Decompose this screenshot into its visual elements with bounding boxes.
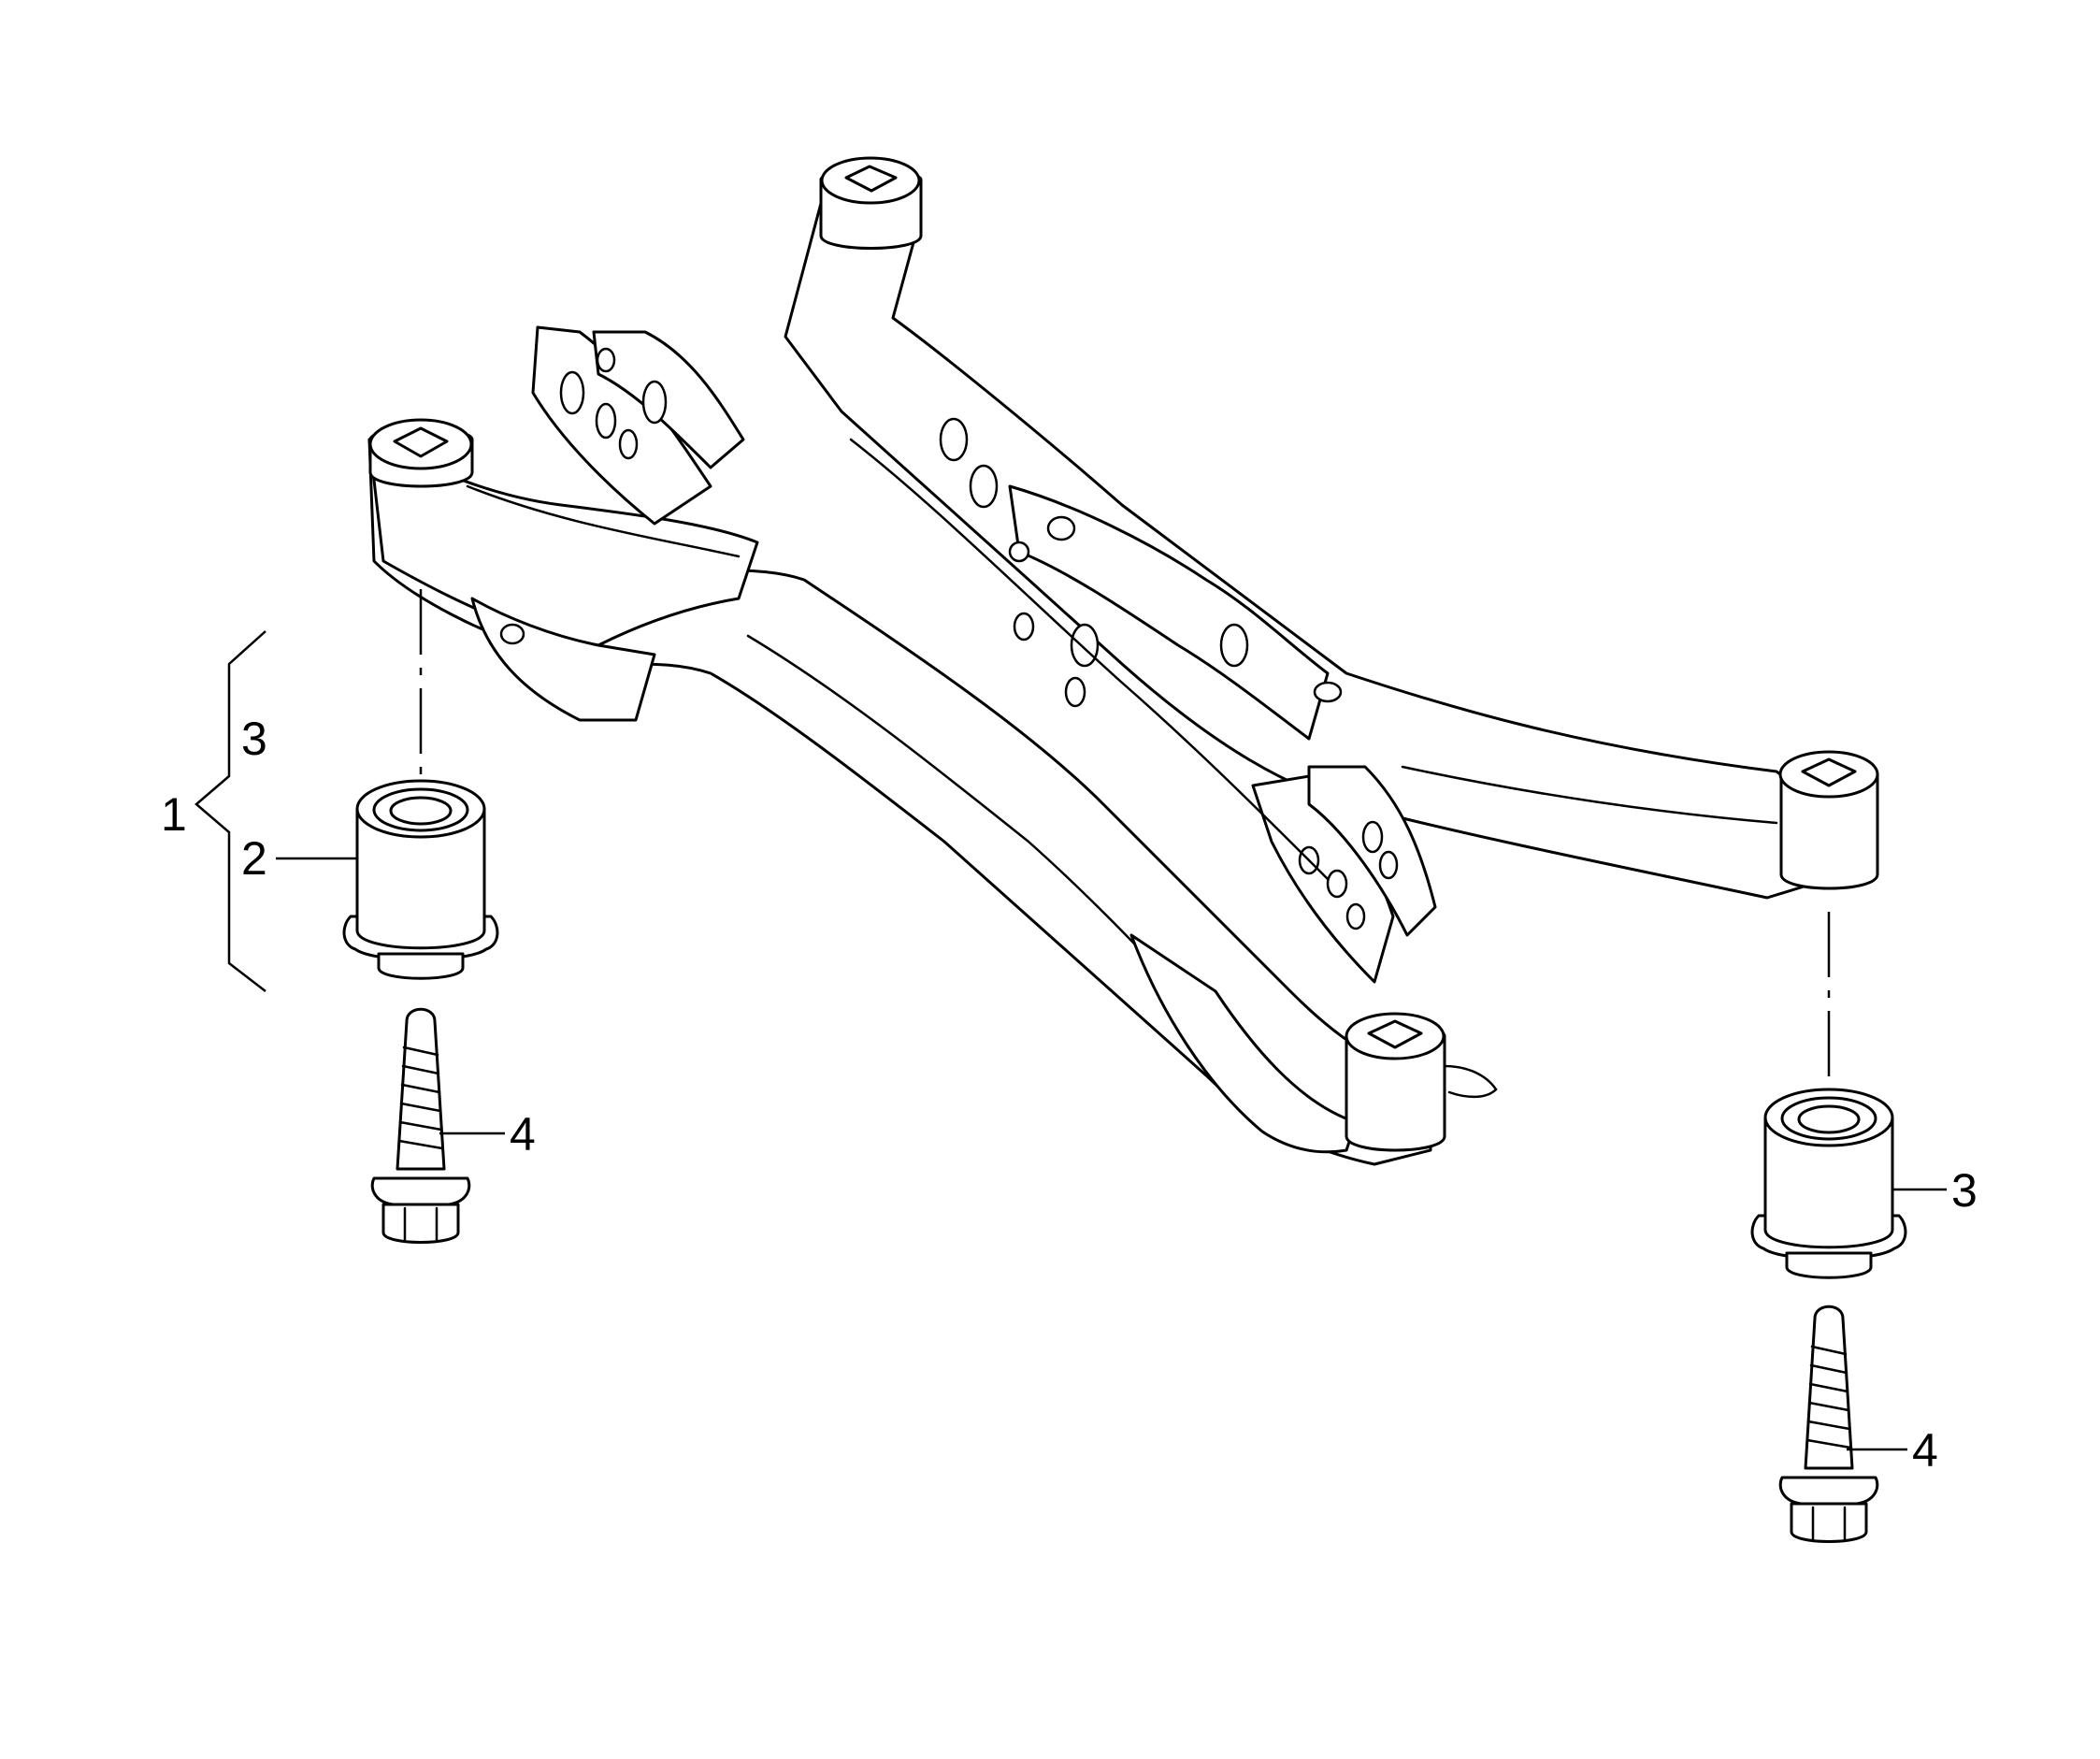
right-bolt: [1778, 1305, 1879, 1543]
right-bushing: [1750, 1088, 1907, 1279]
left-bolt: [370, 1007, 471, 1244]
callout-4-right: 4: [1912, 1424, 1938, 1477]
callout-4-left: 4: [510, 1108, 536, 1161]
left-bushing: [342, 779, 499, 980]
mount-right: [1778, 750, 1879, 890]
mount-top-left: [368, 418, 474, 488]
callout-1: 1: [161, 788, 187, 841]
callout-3-right: 3: [1951, 1164, 1978, 1217]
subframe-illustration: [367, 195, 1834, 1166]
callout-3-upper: 3: [241, 713, 267, 765]
mount-top-center: [819, 156, 923, 250]
mount-front-right: [1345, 1012, 1446, 1152]
assembly-brace: [194, 630, 266, 992]
callout-2: 2: [241, 832, 267, 885]
